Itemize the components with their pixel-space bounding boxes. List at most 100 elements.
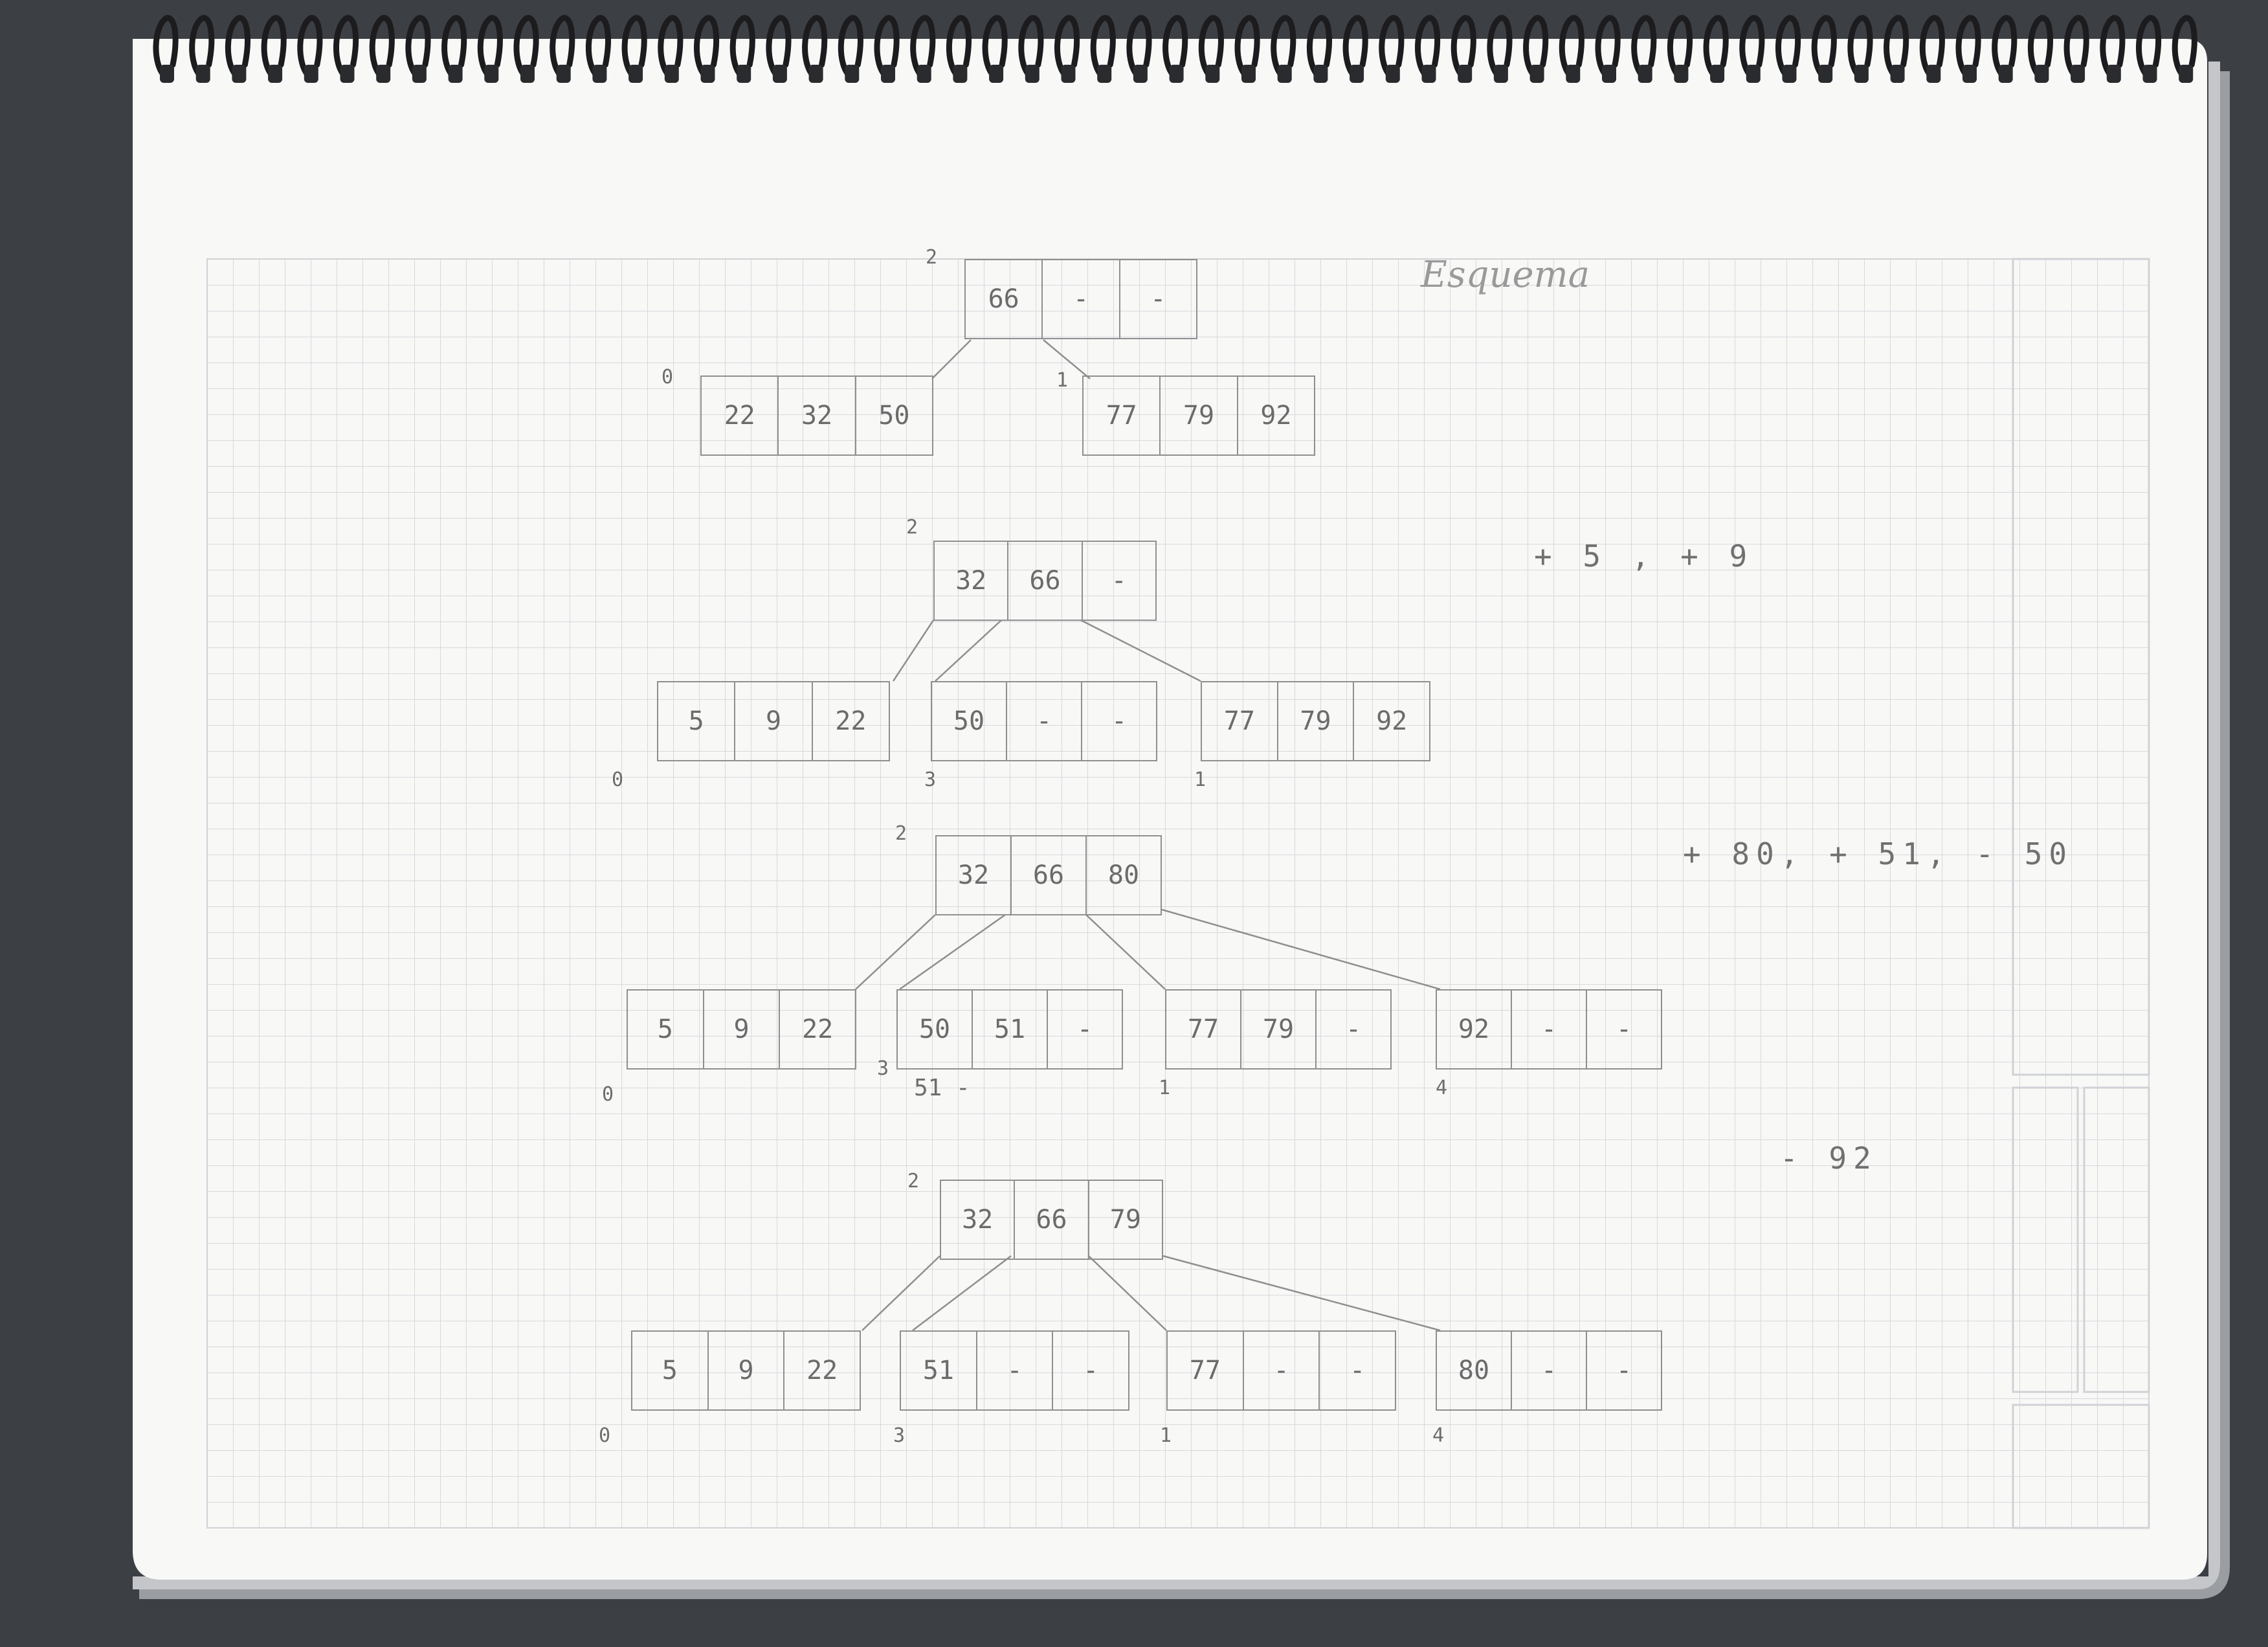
tree-4-child-node-3: 77-- (1166, 1330, 1396, 1411)
key-cell: 5 (657, 1014, 673, 1044)
key-cell: 79 (1240, 991, 1315, 1068)
key-cell: - (1586, 991, 1661, 1068)
tree-4-edge-2 (912, 1255, 1012, 1331)
key-cell: 79 (1159, 377, 1236, 454)
key-cell: 22 (779, 991, 855, 1068)
key-cell: 92 (1353, 682, 1429, 760)
page-number-label: 2 (926, 246, 938, 269)
key-cell: 32 (955, 566, 987, 596)
key-cell: 22 (724, 401, 755, 431)
page-number-label: 0 (612, 768, 624, 791)
page-number-label: 4 (1432, 1424, 1445, 1447)
key-cell: 50 (854, 377, 932, 454)
page-number-label: 3 (893, 1424, 906, 1447)
key-cell: 5 (688, 706, 704, 736)
tree-2-edge-2 (935, 620, 1002, 682)
page-number-label: 0 (662, 366, 674, 388)
key-cell: 32 (957, 860, 990, 890)
key-cell: 66 (988, 284, 1019, 314)
key-cell: - (1318, 1332, 1395, 1409)
tree-1-root-node: 66-- (964, 259, 1197, 339)
page-number-label: 1 (1056, 369, 1069, 392)
key-cell: 77 (1223, 706, 1255, 736)
key-cell: 22 (811, 682, 889, 760)
page-number-label: 0 (602, 1083, 614, 1106)
page-number-label: 2 (907, 1170, 920, 1193)
key-cell: - (1047, 991, 1122, 1068)
operation-note-3: - 92 (1780, 1141, 1878, 1176)
page-number-label: 4 (1436, 1077, 1448, 1099)
key-cell: 32 (777, 377, 854, 454)
tree-2-edge-3 (1080, 619, 1201, 682)
key-cell: - (1511, 991, 1586, 1068)
tree-3-edge-4 (1161, 908, 1441, 991)
key-cell: 92 (1458, 1014, 1490, 1044)
tree-2-root-node: 32 66- (933, 541, 1157, 621)
key-cell: 9 (734, 682, 811, 760)
margin-box-middle-left (2012, 1086, 2079, 1393)
operation-note-2: + 80, + 51, - 50 (1683, 836, 2074, 871)
key-cell: - (1511, 1332, 1586, 1409)
key-cell: 77 (1187, 1014, 1219, 1044)
key-cell: - (1041, 260, 1118, 338)
tree-4-child-node-2: 51-- (900, 1330, 1129, 1411)
key-cell: - (1118, 260, 1196, 338)
key-cell: 22 (783, 1332, 860, 1409)
tree-4-edge-4 (1162, 1255, 1441, 1332)
key-cell: - (1586, 1332, 1661, 1409)
page-number-label: 1 (1159, 1077, 1171, 1099)
key-cell: 32 (962, 1205, 994, 1235)
key-cell: 66 (1014, 1181, 1087, 1259)
tree-2-edge-1 (892, 620, 935, 682)
key-cell: 79 (1276, 682, 1353, 760)
key-cell: 50 (918, 1014, 951, 1044)
tree-3-child-node-2: 50 51- (896, 989, 1123, 1070)
key-cell: 51 (922, 1356, 954, 1385)
tree-4-edge-3 (1088, 1255, 1167, 1331)
operation-note-1: + 5 , + 9 (1534, 539, 1754, 574)
page-number-label: 3 (877, 1057, 889, 1080)
key-cell: - (1081, 542, 1155, 620)
key-cell: 50 (953, 706, 985, 736)
tree-4-child-node-4: 80-- (1436, 1330, 1662, 1411)
tree-3-edge-3 (1085, 914, 1166, 990)
tree-3-edge-1 (855, 914, 936, 990)
page-number-label: 2 (906, 516, 918, 539)
margin-box-top (2012, 258, 2150, 1076)
page-number-label: 1 (1160, 1424, 1172, 1447)
spiral-binding-icon (153, 15, 2197, 83)
key-cell: 77 (1106, 401, 1137, 431)
margin-box-bottom (2012, 1404, 2150, 1529)
page-number-label: 0 (599, 1424, 611, 1447)
tree-3-edge-2 (899, 913, 1006, 991)
key-cell: 79 (1087, 1181, 1162, 1259)
key-cell: 9 (702, 991, 779, 1068)
key-cell: 51 (972, 991, 1047, 1068)
key-cell: 77 (1189, 1356, 1221, 1385)
key-cell: 66 (1007, 542, 1081, 620)
page-number-label: 2 (895, 822, 907, 845)
page-number-label: 1 (1194, 768, 1206, 791)
key-cell: 80 (1458, 1356, 1490, 1385)
tree-4-edge-1 (862, 1255, 940, 1331)
page-number-label: 3 (924, 768, 937, 791)
key-cell: - (1315, 991, 1390, 1068)
tree-3-child-node-4: 92-- (1436, 989, 1662, 1070)
node-rewrite-note: 51 - (914, 1075, 970, 1101)
tree-1-edge-1 (931, 339, 972, 379)
key-cell: - (1242, 1332, 1319, 1409)
margin-box-middle-right (2083, 1086, 2150, 1393)
key-cell: - (1006, 682, 1081, 760)
key-cell: 92 (1236, 377, 1314, 454)
